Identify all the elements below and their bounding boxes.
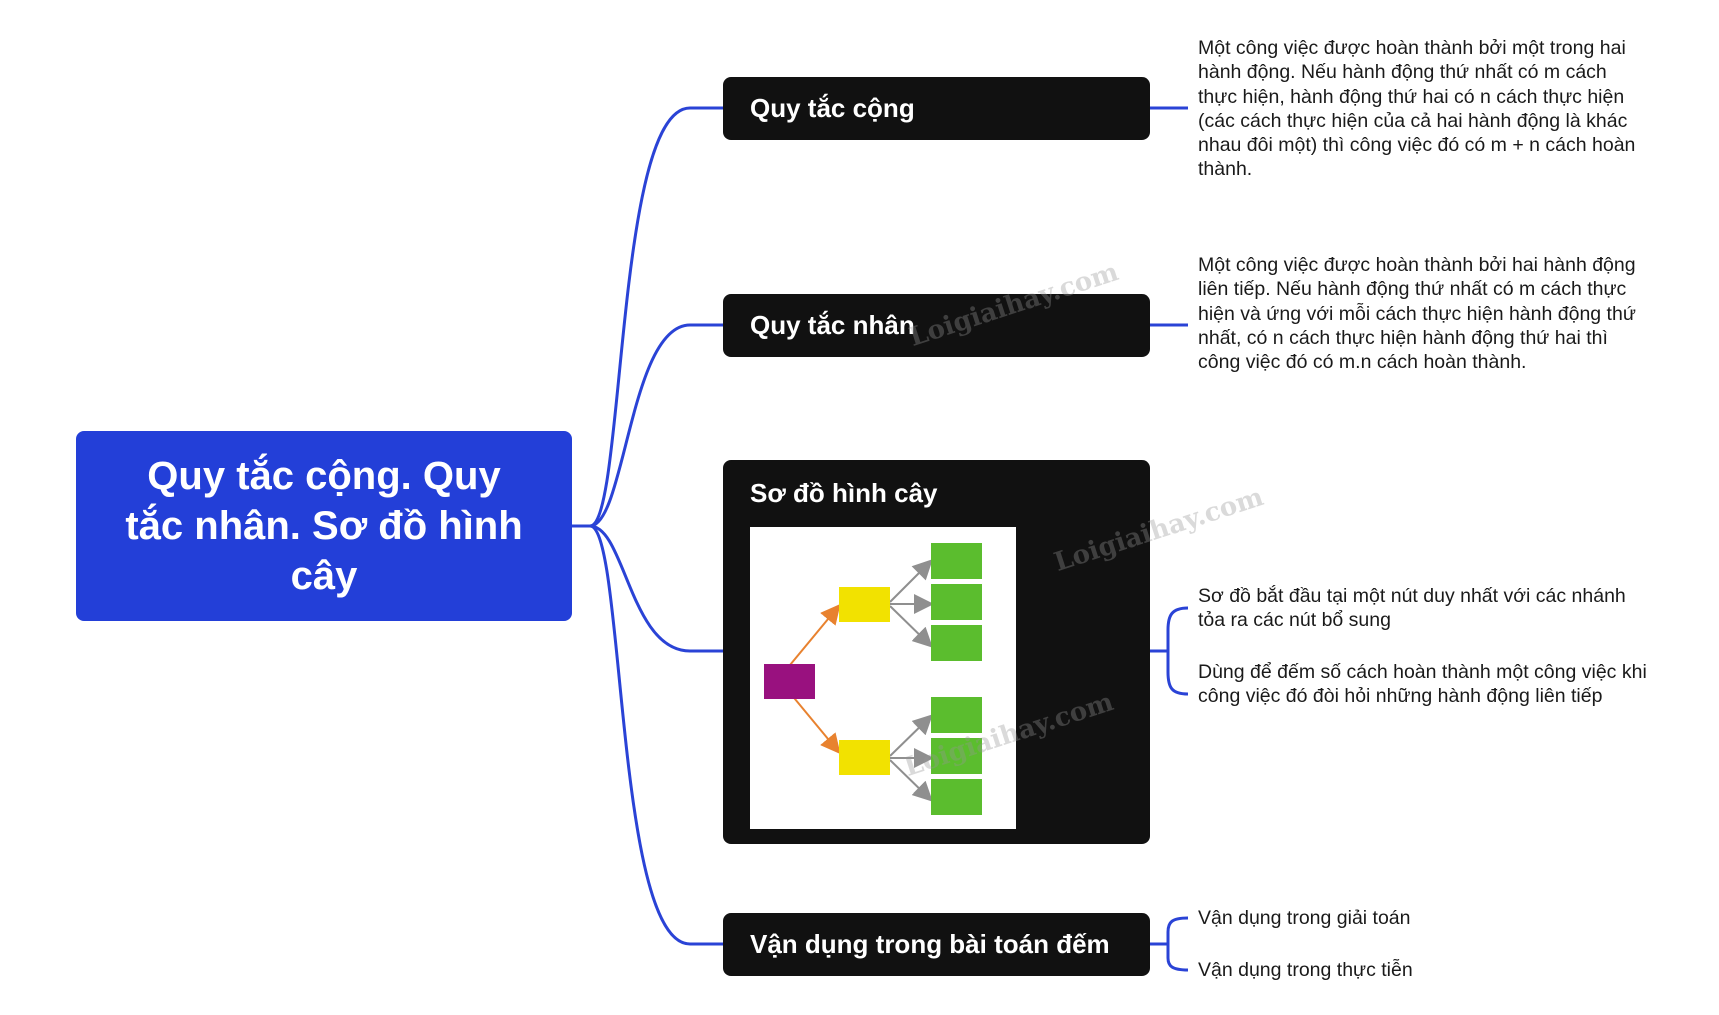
tree-arrow bbox=[889, 714, 933, 757]
tree-arrow-root-to-top bbox=[789, 603, 841, 666]
connector-root-to-application bbox=[589, 524, 723, 946]
tree-root-node bbox=[764, 664, 815, 699]
branch-label: Quy tắc cộng bbox=[750, 93, 915, 123]
note-product-rule: Một công việc được hoàn thành bởi hai hà… bbox=[1198, 254, 1636, 374]
connector-root-to-product-rule bbox=[572, 323, 723, 528]
tree-diagram-graphic bbox=[764, 543, 982, 815]
tree-leaf-node bbox=[931, 543, 982, 579]
note-tree-definition: Sơ đồ bắt đầu tại một nút duy nhất với c… bbox=[1198, 585, 1626, 632]
tree-arrow bbox=[889, 605, 933, 648]
tree-arrow bbox=[889, 559, 933, 603]
tree-level1-node bbox=[839, 587, 890, 622]
root-topic: Quy tắc cộng. Quy tắc nhân. Sơ đồ hình c… bbox=[76, 431, 572, 621]
tree-leaf-node bbox=[931, 738, 982, 774]
root-title: Quy tắc cộng. Quy tắc nhân. Sơ đồ hình c… bbox=[125, 454, 523, 598]
tree-arrow bbox=[889, 759, 933, 802]
connector-application-to-notes bbox=[1150, 916, 1189, 972]
tree-leaf-node bbox=[931, 584, 982, 620]
connector-root-to-tree-diagram bbox=[589, 524, 723, 653]
branch-label: Quy tắc nhân bbox=[750, 310, 915, 340]
branch-label: Vận dụng trong bài toán đếm bbox=[750, 929, 1110, 959]
note-tree-usage: Dùng để đếm số cách hoàn thành một công … bbox=[1198, 661, 1647, 708]
connector-root-to-sum-rule bbox=[572, 106, 723, 528]
tree-diagram-illustration bbox=[750, 527, 1016, 829]
branch-tree-diagram: Sơ đồ hình cây bbox=[723, 460, 1150, 844]
branch-application: Vận dụng trong bài toán đếm bbox=[723, 913, 1150, 976]
connector-tree-to-notes bbox=[1150, 606, 1189, 696]
branch-sum-rule: Quy tắc cộng bbox=[723, 77, 1150, 140]
branch-product-rule: Quy tắc nhân bbox=[723, 294, 1150, 357]
tree-leaf-node bbox=[931, 779, 982, 815]
tree-arrow-root-to-bottom bbox=[789, 692, 841, 755]
tree-leaf-node bbox=[931, 625, 982, 661]
tree-leaf-node bbox=[931, 697, 982, 733]
note-sum-rule: Một công việc được hoàn thành bởi một tr… bbox=[1198, 37, 1636, 181]
note-apply-math: Vận dụng trong giải toán bbox=[1198, 907, 1411, 929]
tree-level1-node bbox=[839, 740, 890, 775]
note-apply-practice: Vận dụng trong thực tiễn bbox=[1198, 959, 1413, 981]
branch-label: Sơ đồ hình cây bbox=[750, 478, 938, 508]
